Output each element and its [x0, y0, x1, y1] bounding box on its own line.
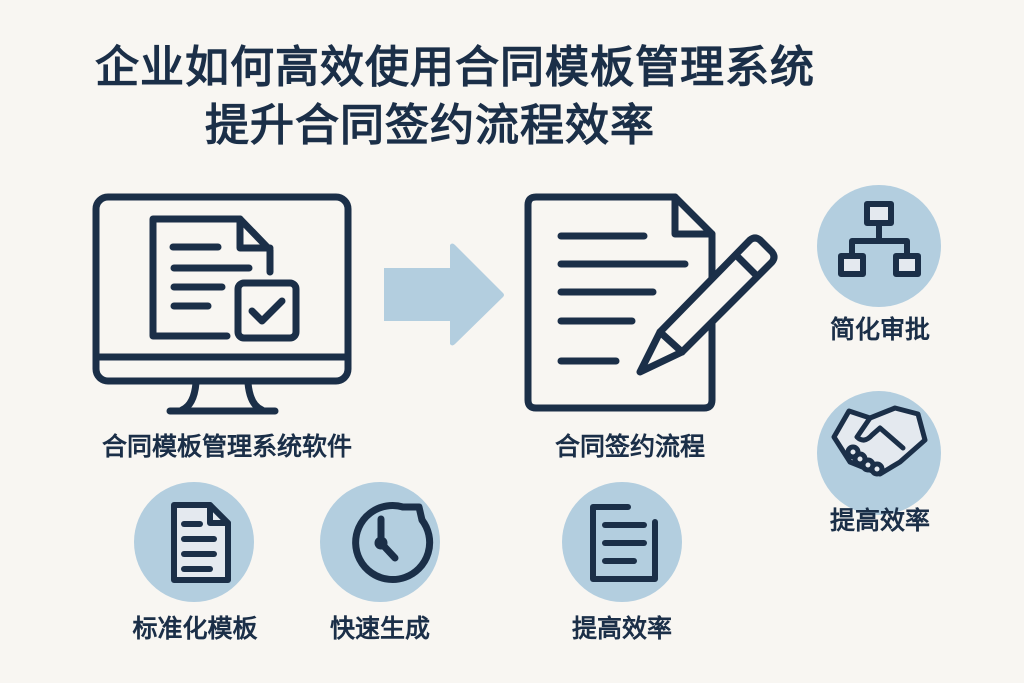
page-title-line2: 提升合同签约流程效率 [205, 100, 655, 151]
feature-label-handshake: 提高效率 [829, 506, 930, 535]
feature-label-approval: 简化审批 [829, 315, 930, 344]
feature-label-fast: 快速生成 [329, 614, 430, 643]
page-title-line1: 企业如何高效使用合同模板管理系统 [95, 42, 815, 93]
feature-label-template: 标准化模板 [132, 614, 258, 643]
feature-label-efficiency: 提高效率 [571, 614, 672, 643]
signing-process-label: 合同签约流程 [554, 432, 705, 461]
software-label: 合同模板管理系统软件 [101, 432, 352, 461]
